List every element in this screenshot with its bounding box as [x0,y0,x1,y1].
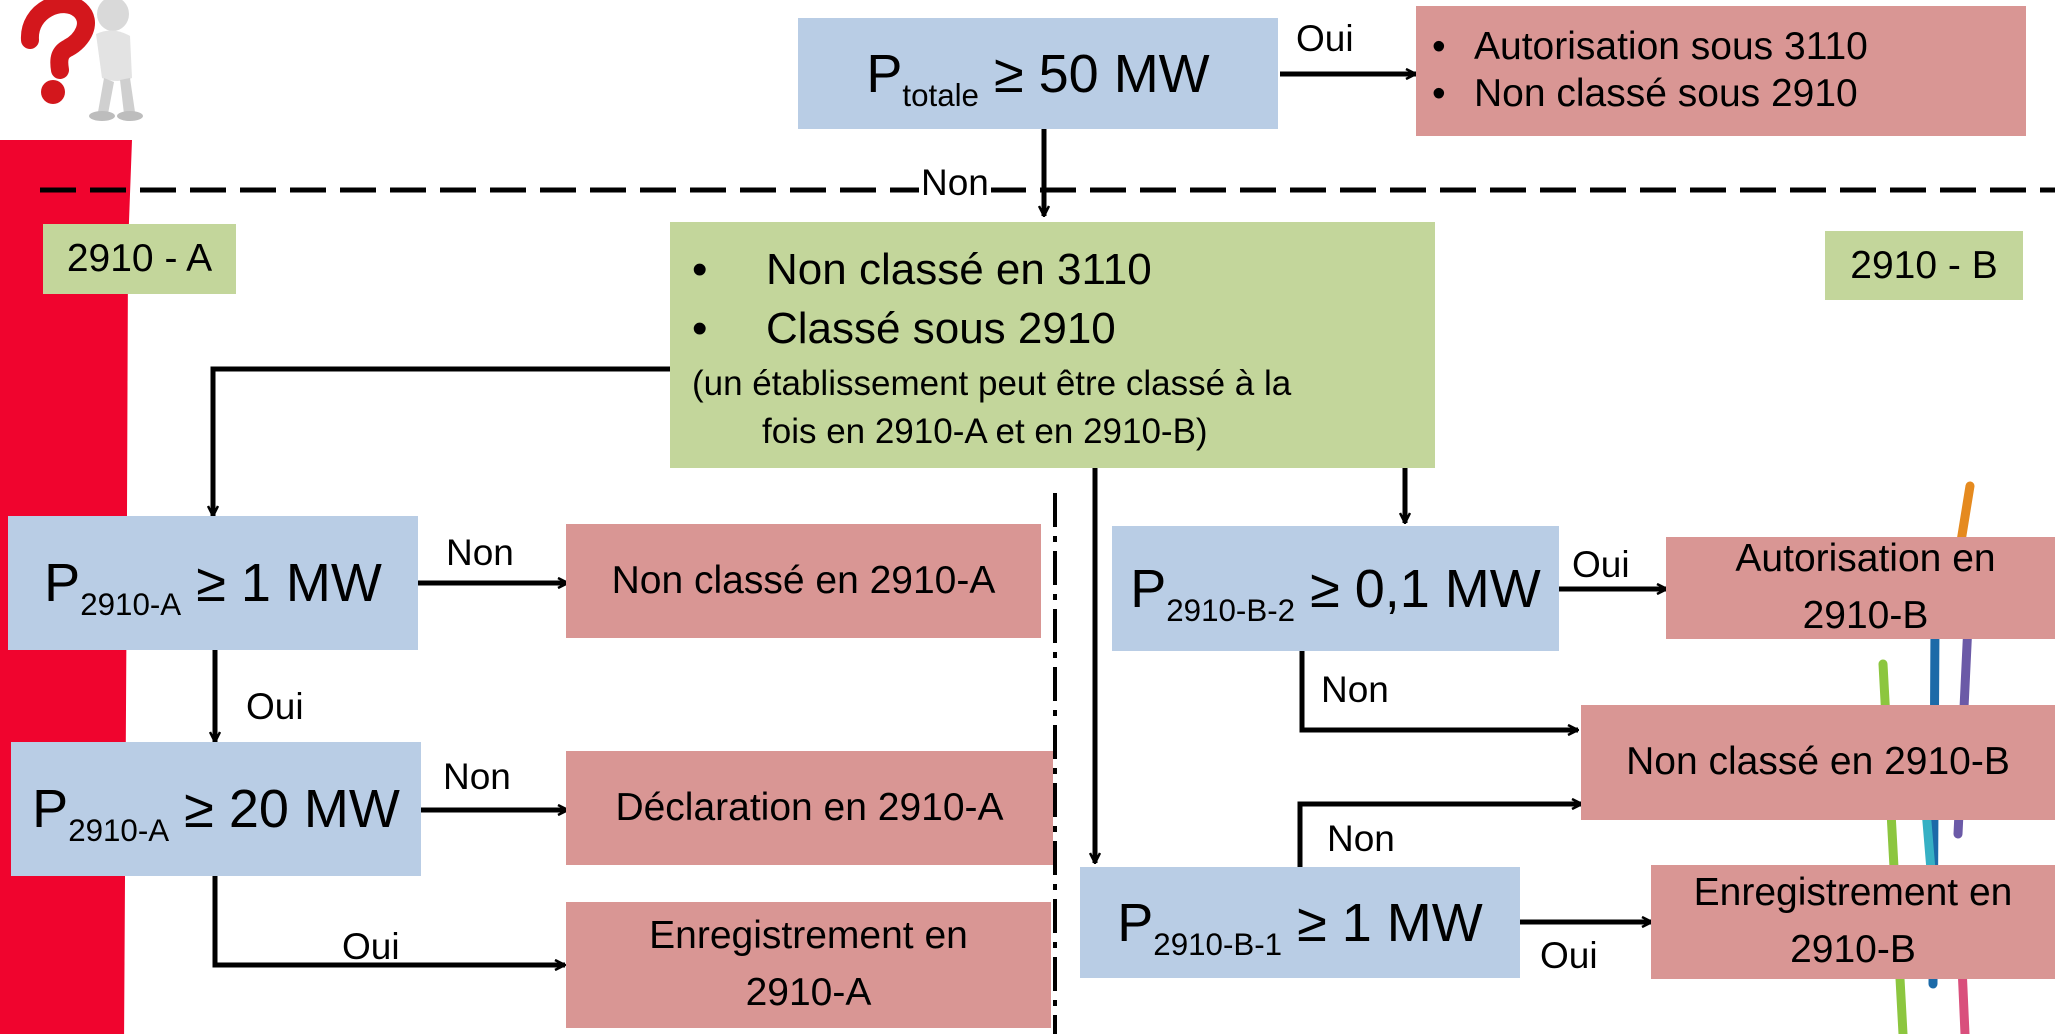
a1-yes-label: Oui [246,686,304,727]
p2910b2-condition: P2910-B-2 ≥ 0,1 MW [1112,526,1559,651]
info-bullet-1: Non classé en 3110 [692,240,1435,299]
info-bullet-2: Classé sous 2910 [692,299,1435,358]
top-result-line-1: Autorisation sous 3110 [1432,24,1868,71]
enregistrement-2910b-line-1: Enregistrement en [1693,871,2013,915]
classification-info-box: Non classé en 3110 Classé sous 2910 (un … [670,222,1435,468]
non-classe-2910b-result: Non classé en 2910-B [1581,705,2055,820]
top-no-label: Non [919,162,991,203]
p2910a-1mw-condition: P2910-A ≥ 1 MW [8,516,418,650]
enregistrement-2910a-line-2: 2910-A [745,971,872,1014]
declaration-2910a-result: Déclaration en 2910-A [566,751,1053,865]
autorisation-2910b-line-2: 2910-B [1802,594,1929,637]
a2-no-label: Non [443,756,511,797]
enregistrement-2910b-line-2: 2910-B [1790,928,1916,971]
total-power-condition: Ptotale ≥ 50 MW [798,18,1278,129]
b1-no-label: Non [1327,818,1395,859]
a2-yes-label: Oui [342,926,400,967]
b2-yes-label: Oui [1572,544,1630,585]
enregistrement-2910a-line-1: Enregistrement en [649,914,968,958]
non-classe-2910a-result: Non classé en 2910-A [566,524,1041,638]
p2910a-20mw-condition: P2910-A ≥ 20 MW [11,742,421,876]
top-yes-label: Oui [1296,18,1354,59]
a1-no-label: Non [446,532,514,573]
info-note-line-1: (un établissement peut être classé à la [692,364,1292,403]
autorisation-2910b-result: Autorisation en 2910-B [1666,537,2055,639]
b1-yes-label: Oui [1540,935,1598,976]
p2910b1-condition: P2910-B-1 ≥ 1 MW [1080,867,1520,978]
enregistrement-2910b-result: Enregistrement en 2910-B [1651,865,2055,979]
info-note-line-2: fois en 2910-A et en 2910-B) [762,412,1208,451]
autorisation-2910b-line-1: Autorisation en [1735,537,1996,581]
enregistrement-2910a-result: Enregistrement en 2910-A [566,902,1051,1028]
top-yes-result: Autorisation sous 3110 Non classé sous 2… [1416,6,2026,136]
question-figure-icon [8,0,178,130]
tag-2910-a: 2910 - A [43,224,236,294]
b2-no-label: Non [1321,669,1389,710]
top-result-line-2: Non classé sous 2910 [1432,71,1868,118]
tag-2910-b: 2910 - B [1825,231,2023,300]
